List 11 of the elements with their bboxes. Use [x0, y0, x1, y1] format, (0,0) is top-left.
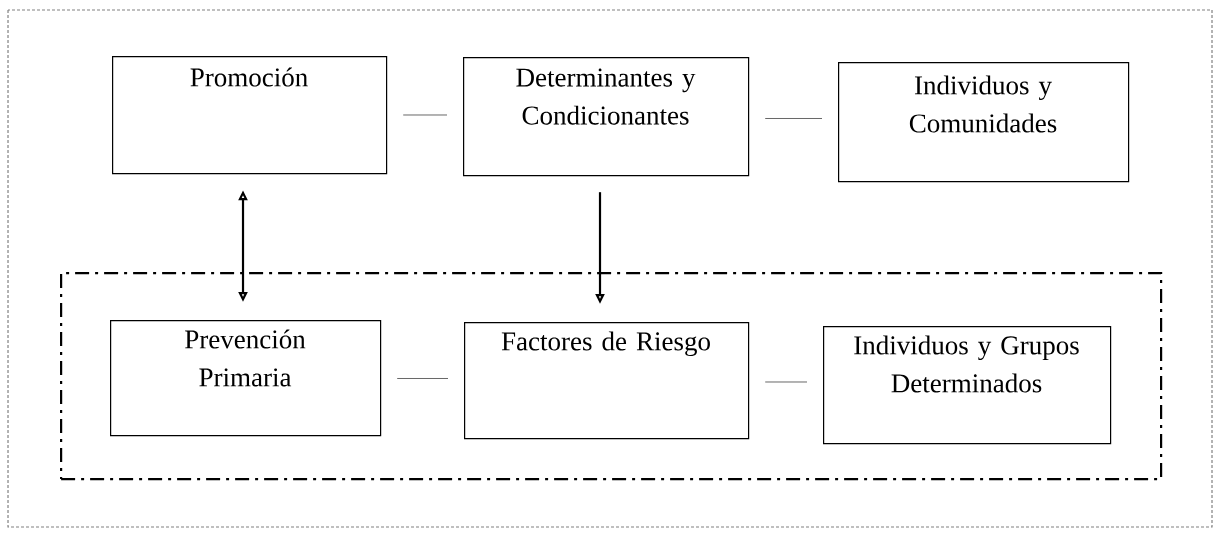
- text-box: Prevención Primaria: [110, 320, 382, 437]
- text-box: Factores de Riesgo: [464, 321, 750, 440]
- text-box: Promoción: [112, 56, 388, 175]
- connector-line: [764, 118, 823, 119]
- group-frame: [60, 272, 1163, 481]
- connector-line: [764, 381, 808, 383]
- connector-line: [396, 378, 449, 379]
- text-box: Determinantes y Condicionantes: [463, 57, 750, 177]
- text-box: Individuos y Comunidades: [838, 62, 1130, 183]
- text-box: Individuos y Grupos Determinados: [823, 326, 1112, 445]
- connector-line: [402, 114, 448, 116]
